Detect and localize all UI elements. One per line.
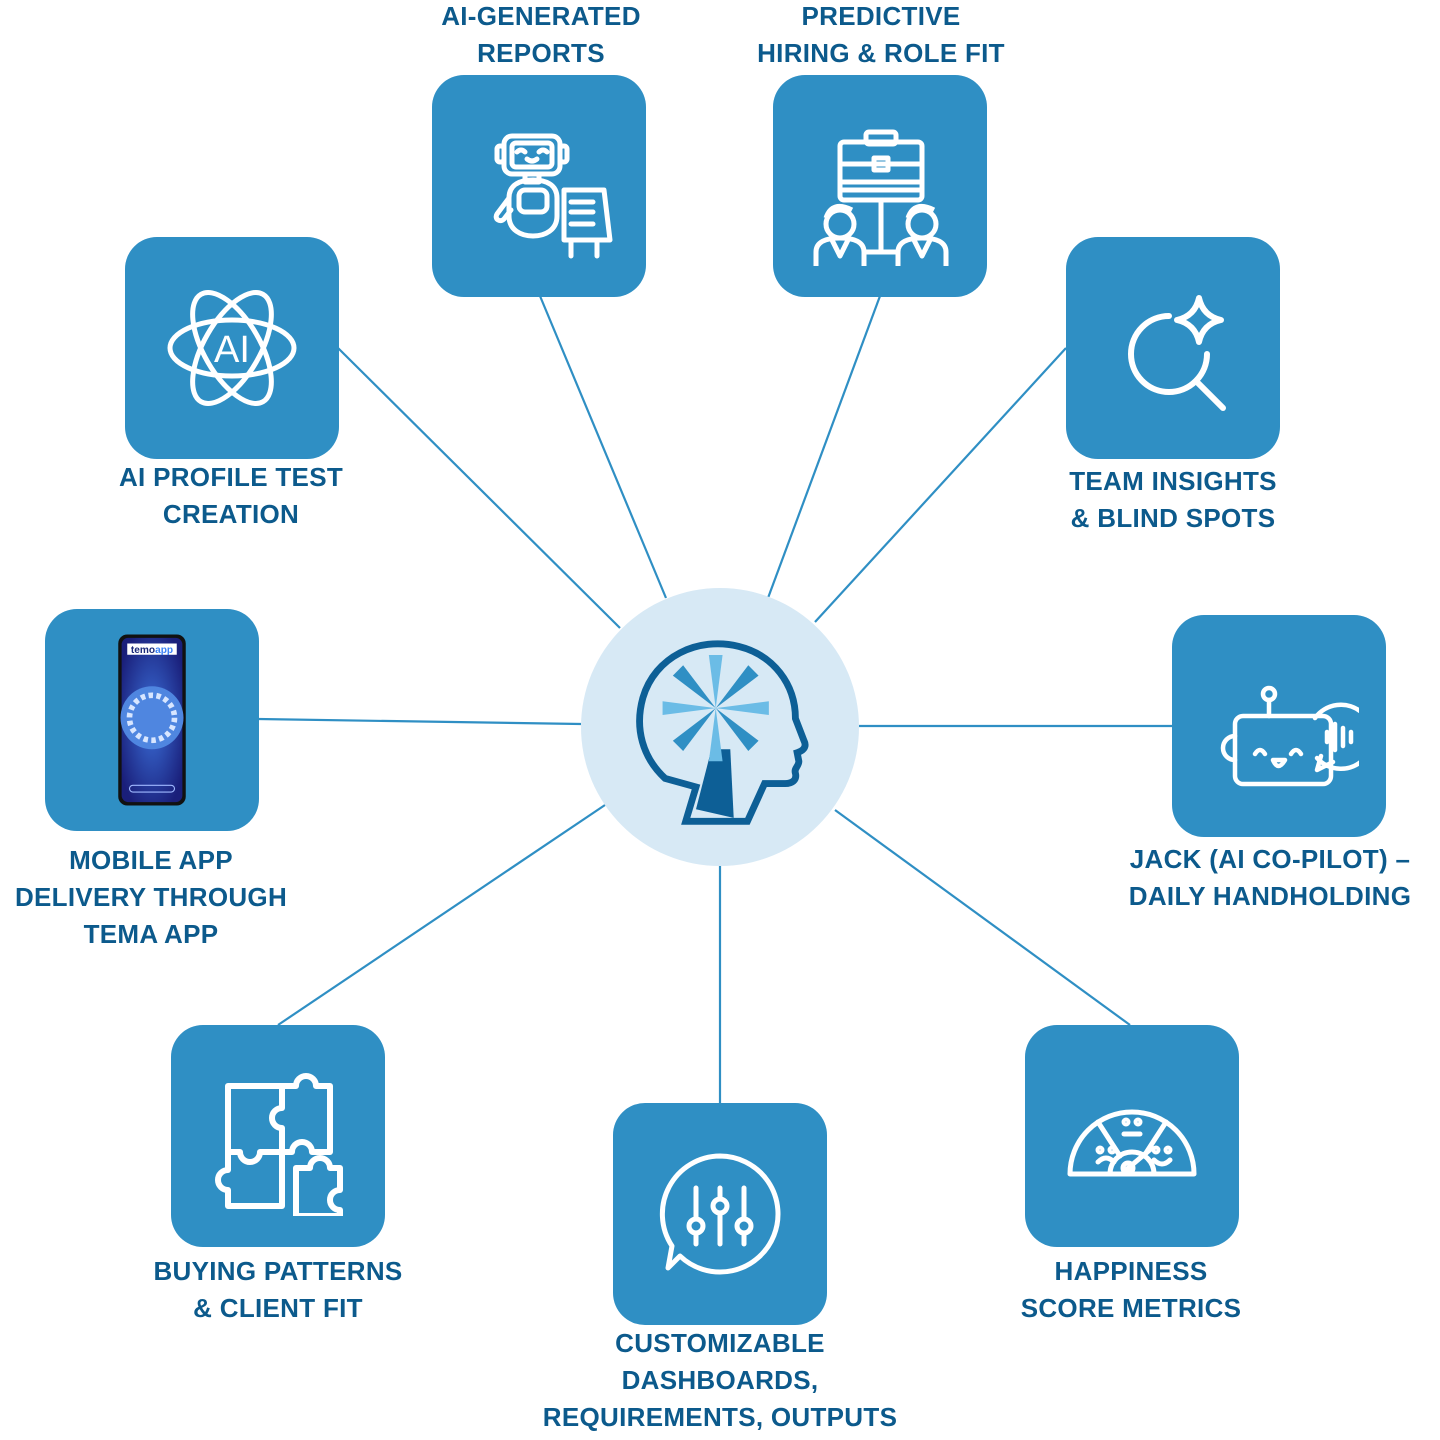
central-hub xyxy=(581,588,859,866)
tile-mobile: temoapp xyxy=(45,609,259,831)
label-ai-profile: AI PROFILE TEST CREATION xyxy=(118,462,344,529)
tile-hiring xyxy=(773,75,987,297)
tile-ai-profile: AI xyxy=(125,237,339,459)
magnifier-sparkle-icon xyxy=(1128,295,1226,411)
robot-board-icon xyxy=(493,133,613,259)
label-buying: BUYING PATTERNS & CLIENT FIT xyxy=(153,1256,403,1323)
head-with-snowflake-logo xyxy=(636,640,809,825)
phone-app-icon: temoapp xyxy=(118,634,186,806)
label-dashboards: CUSTOMIZABLE DASHBOARDS, REQUIREMENTS, O… xyxy=(542,1328,898,1432)
svg-text:temoapp: temoapp xyxy=(131,645,173,656)
gauge-faces-icon xyxy=(1067,1109,1197,1177)
tile-ai-reports xyxy=(432,75,646,297)
tile-buying xyxy=(171,1025,385,1247)
label-jack: JACK (AI CO-PILOT) – DAILY HANDHOLDING xyxy=(1128,844,1412,911)
tile-team-insights xyxy=(1066,237,1280,459)
chat-sliders-icon xyxy=(659,1153,781,1275)
tile-happiness xyxy=(1025,1025,1239,1247)
label-happiness: HAPPINESS SCORE METRICS xyxy=(1020,1256,1242,1323)
tile-jack xyxy=(1172,615,1386,837)
briefcase-people-icon xyxy=(813,129,949,266)
robot-chat-icon xyxy=(1220,685,1359,787)
ai-atom-icon: AI xyxy=(167,290,297,406)
puzzle-icon xyxy=(215,1073,343,1216)
tile-dashboards xyxy=(613,1103,827,1325)
label-team-insights: TEAM INSIGHTS & BLIND SPOTS xyxy=(1069,466,1277,533)
label-mobile: MOBILE APP DELIVERY THROUGH TEMA APP xyxy=(14,845,288,949)
label-ai-reports: AI-GENERATED REPORTS xyxy=(441,1,641,68)
svg-text:AI: AI xyxy=(214,329,250,371)
label-hiring: PREDICTIVE HIRING & ROLE FIT xyxy=(757,1,1005,68)
